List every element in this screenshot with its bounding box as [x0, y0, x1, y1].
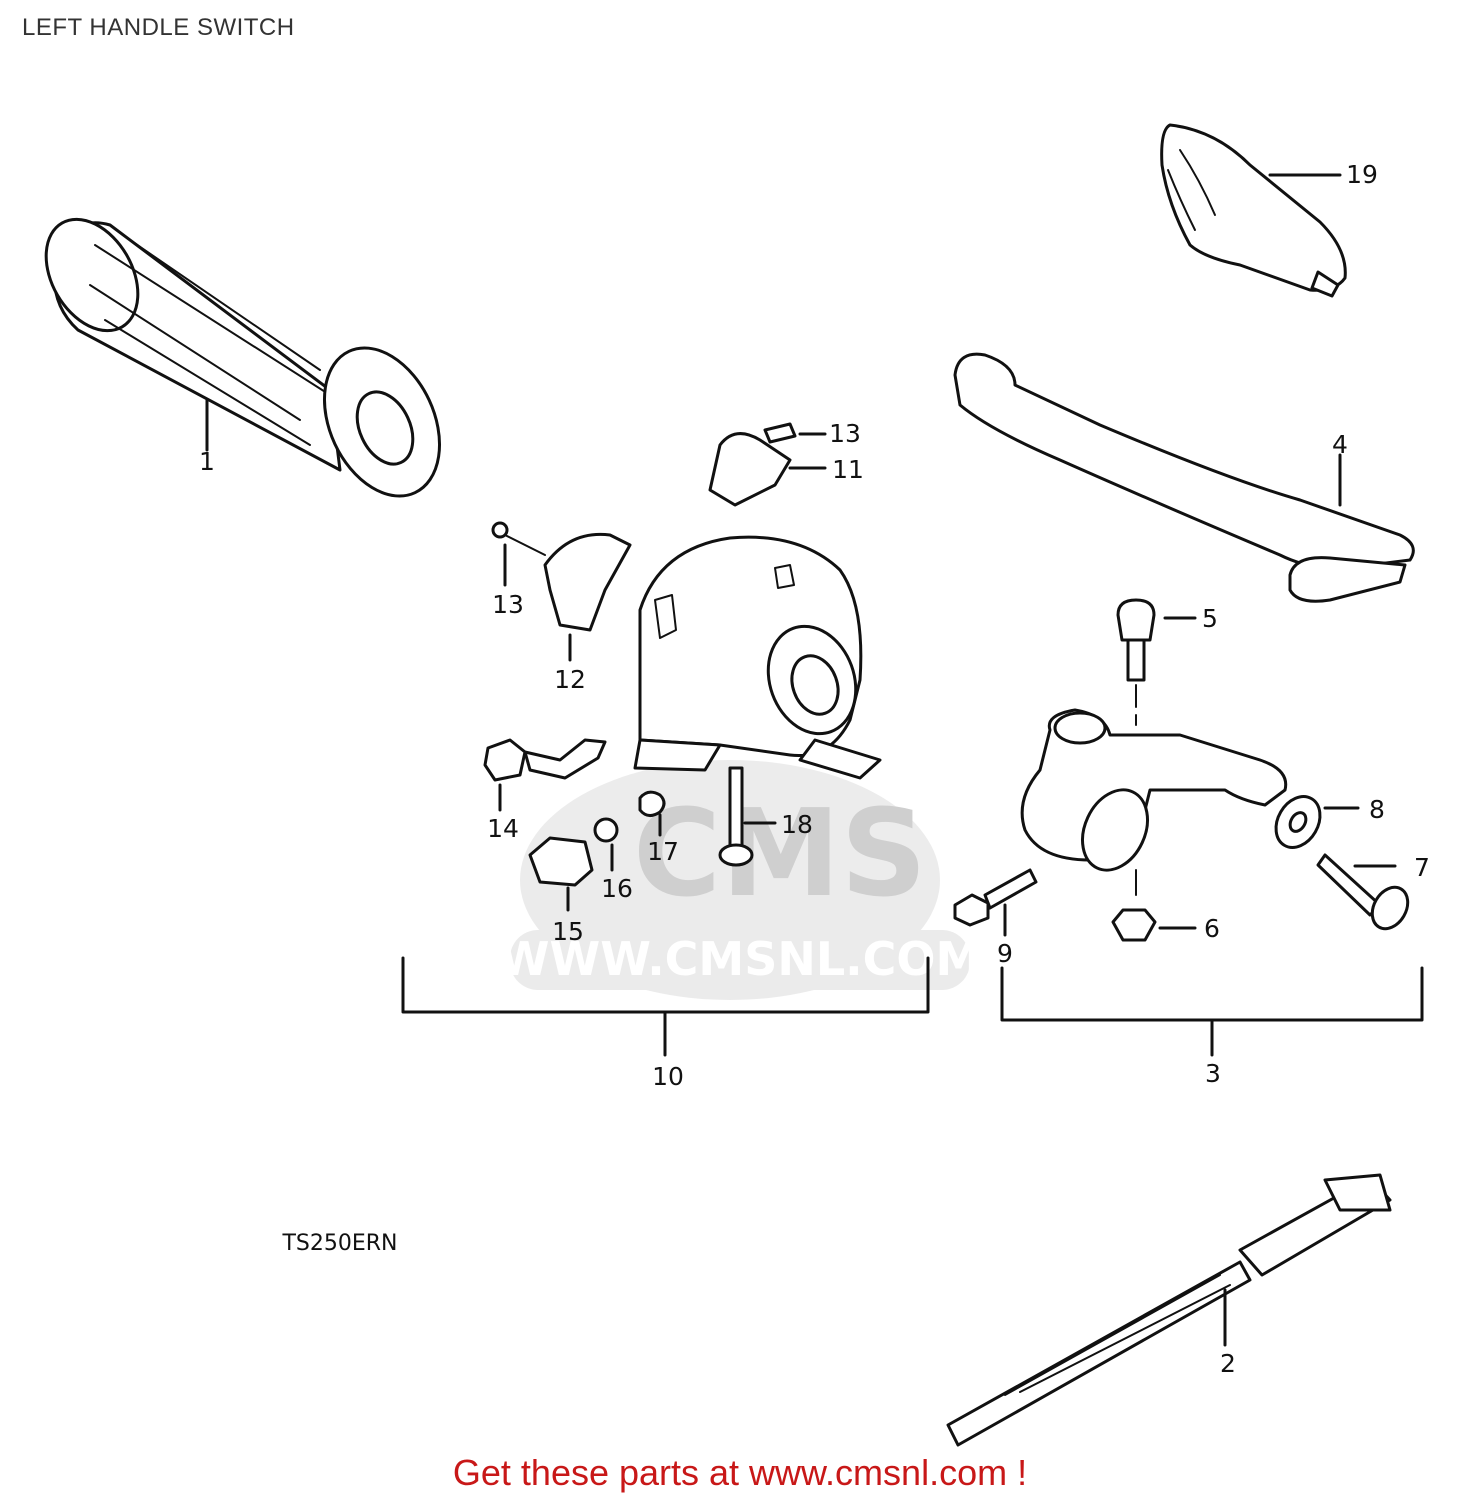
part-19-lever-boot: [1160, 123, 1347, 298]
callout-14: 14: [487, 814, 519, 843]
callout-16: 16: [601, 874, 633, 903]
part-17-spring: [638, 790, 666, 837]
part-4-clutch-lever: [953, 352, 1415, 603]
part-18-screw: [718, 766, 777, 867]
part-10-switch-housing: [633, 535, 882, 780]
callout-13-lower: 13: [492, 590, 524, 619]
callout-1: 1: [199, 447, 215, 476]
callout-15: 15: [552, 917, 584, 946]
part-13-screw-upper: [763, 422, 827, 444]
callout-8: 8: [1369, 795, 1385, 824]
callout-18: 18: [781, 810, 813, 839]
part-7-screw: [1316, 853, 1410, 931]
callout-5: 5: [1202, 604, 1218, 633]
callout-7: 7: [1414, 853, 1430, 882]
callout-17: 17: [647, 837, 679, 866]
watermark-url: WWW.CMSNL.COM: [499, 932, 982, 986]
part-11-switch-lever: [708, 432, 827, 507]
part-16-ball: [593, 817, 619, 872]
callout-11: 11: [832, 455, 864, 484]
bracket-assembly-3: [1000, 966, 1424, 1057]
part-2-cable-tie: [946, 1173, 1392, 1447]
part-3-lever-holder: [1020, 684, 1288, 896]
callout-3: 3: [1205, 1059, 1221, 1088]
callout-10: 10: [652, 1062, 684, 1091]
part-15-cover: [528, 836, 594, 912]
part-5-bolt: [1116, 598, 1197, 682]
part-6-nut: [1111, 908, 1197, 942]
watermark: [510, 760, 970, 1000]
watermark-brand: CMS: [633, 785, 927, 924]
callout-2: 2: [1220, 1349, 1236, 1378]
footer-parts-link[interactable]: Get these parts at www.cmsnl.com !: [452, 1452, 1028, 1493]
callout-9: 9: [997, 939, 1013, 968]
part-9-bolt: [953, 868, 1038, 937]
callout-19: 19: [1346, 160, 1378, 189]
part-1-grip: [44, 217, 442, 498]
part-13-screw-lower: [491, 521, 546, 587]
callout-4: 4: [1332, 430, 1348, 459]
page-title: LEFT HANDLE SWITCH: [22, 14, 295, 41]
bracket-assembly-10: [401, 956, 930, 1057]
callout-13-upper: 13: [829, 419, 861, 448]
callout-12: 12: [554, 665, 586, 694]
watermark-banner: [510, 930, 970, 990]
watermark-logo-shape: [520, 760, 940, 1000]
callout-6: 6: [1204, 914, 1220, 943]
model-code: TS250ERN: [281, 1231, 397, 1256]
part-12-switch-knob: [543, 532, 632, 662]
part-14-contact: [483, 738, 607, 812]
part-8-washer: [1274, 795, 1360, 849]
